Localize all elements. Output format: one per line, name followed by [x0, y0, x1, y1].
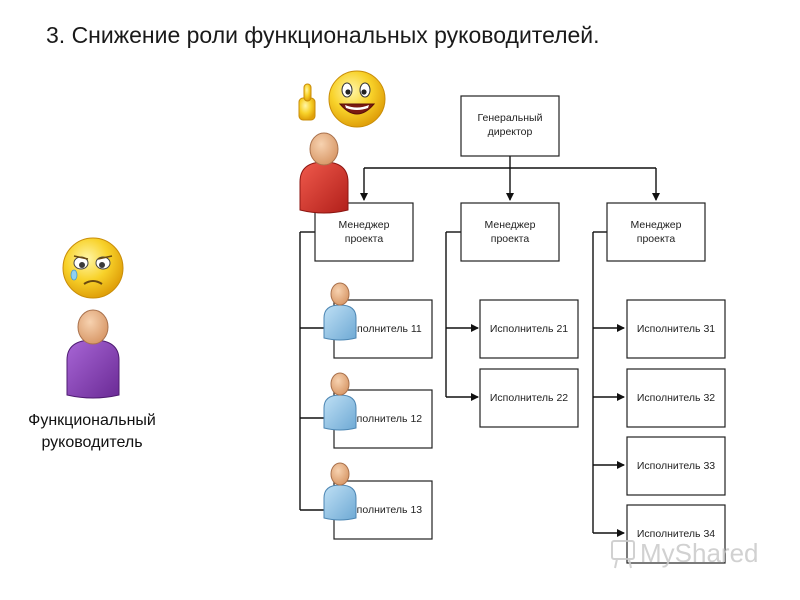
executor-label: Исполнитель 31: [637, 323, 715, 335]
functional-manager-label-line2: руководитель: [41, 434, 143, 451]
executor-label: Исполнитель 32: [637, 392, 715, 404]
project-manager-label-line1: Менеджер: [339, 219, 390, 231]
executor-label: Исполнитель 33: [637, 460, 715, 472]
executor-box-33: Исполнитель 33: [626, 436, 726, 496]
person-blue-icon: [323, 462, 357, 521]
project-manager-label-line2: проекта: [637, 233, 676, 245]
executor-label: Исполнитель 21: [490, 323, 568, 335]
functional-manager-label-line1: Функциональный: [28, 412, 156, 429]
connectors: [299, 156, 660, 537]
happy-smiley-thumbs-up-icon: [298, 70, 386, 128]
functional-manager-label: Функциональный руководитель: [8, 410, 176, 454]
executor-label: Исполнитель 22: [490, 392, 568, 404]
executor-box-22: Исполнитель 22: [479, 368, 579, 428]
executor-label: Исполнитель 34: [637, 528, 715, 540]
project-manager-label-line1: Менеджер: [485, 219, 536, 231]
ceo-box: Генеральный директор: [460, 95, 560, 157]
project-manager-label-line2: проекта: [345, 233, 384, 245]
executor-label: Исполнитель 12: [344, 413, 422, 425]
ceo-label-line1: Генеральный: [478, 112, 543, 124]
project-manager-box-3: Менеджер проекта: [606, 202, 706, 262]
person-blue-icon: [323, 372, 357, 431]
sad-smiley-icon: [62, 237, 124, 299]
executor-box-21: Исполнитель 21: [479, 299, 579, 359]
executor-box-34: Исполнитель 34: [626, 504, 726, 564]
watermark: MyShared: [611, 538, 759, 569]
project-manager-box-2: Менеджер проекта: [460, 202, 560, 262]
watermark-logo-icon: [611, 540, 635, 560]
watermark-text: MyShared: [640, 538, 759, 568]
executor-label: Исполнитель 11: [344, 323, 422, 335]
executor-box-32: Исполнитель 32: [626, 368, 726, 428]
person-blue-icon: [323, 282, 357, 341]
slide-title: 3. Снижение роли функциональных руководи…: [46, 22, 600, 48]
project-manager-label-line2: проекта: [491, 233, 530, 245]
project-manager-label-line1: Менеджер: [631, 219, 682, 231]
ceo-label-line2: директор: [488, 126, 533, 138]
person-red-icon: [299, 132, 349, 214]
executor-label: Исполнитель 13: [344, 504, 422, 516]
executor-box-31: Исполнитель 31: [626, 299, 726, 359]
person-purple-icon: [66, 309, 120, 399]
